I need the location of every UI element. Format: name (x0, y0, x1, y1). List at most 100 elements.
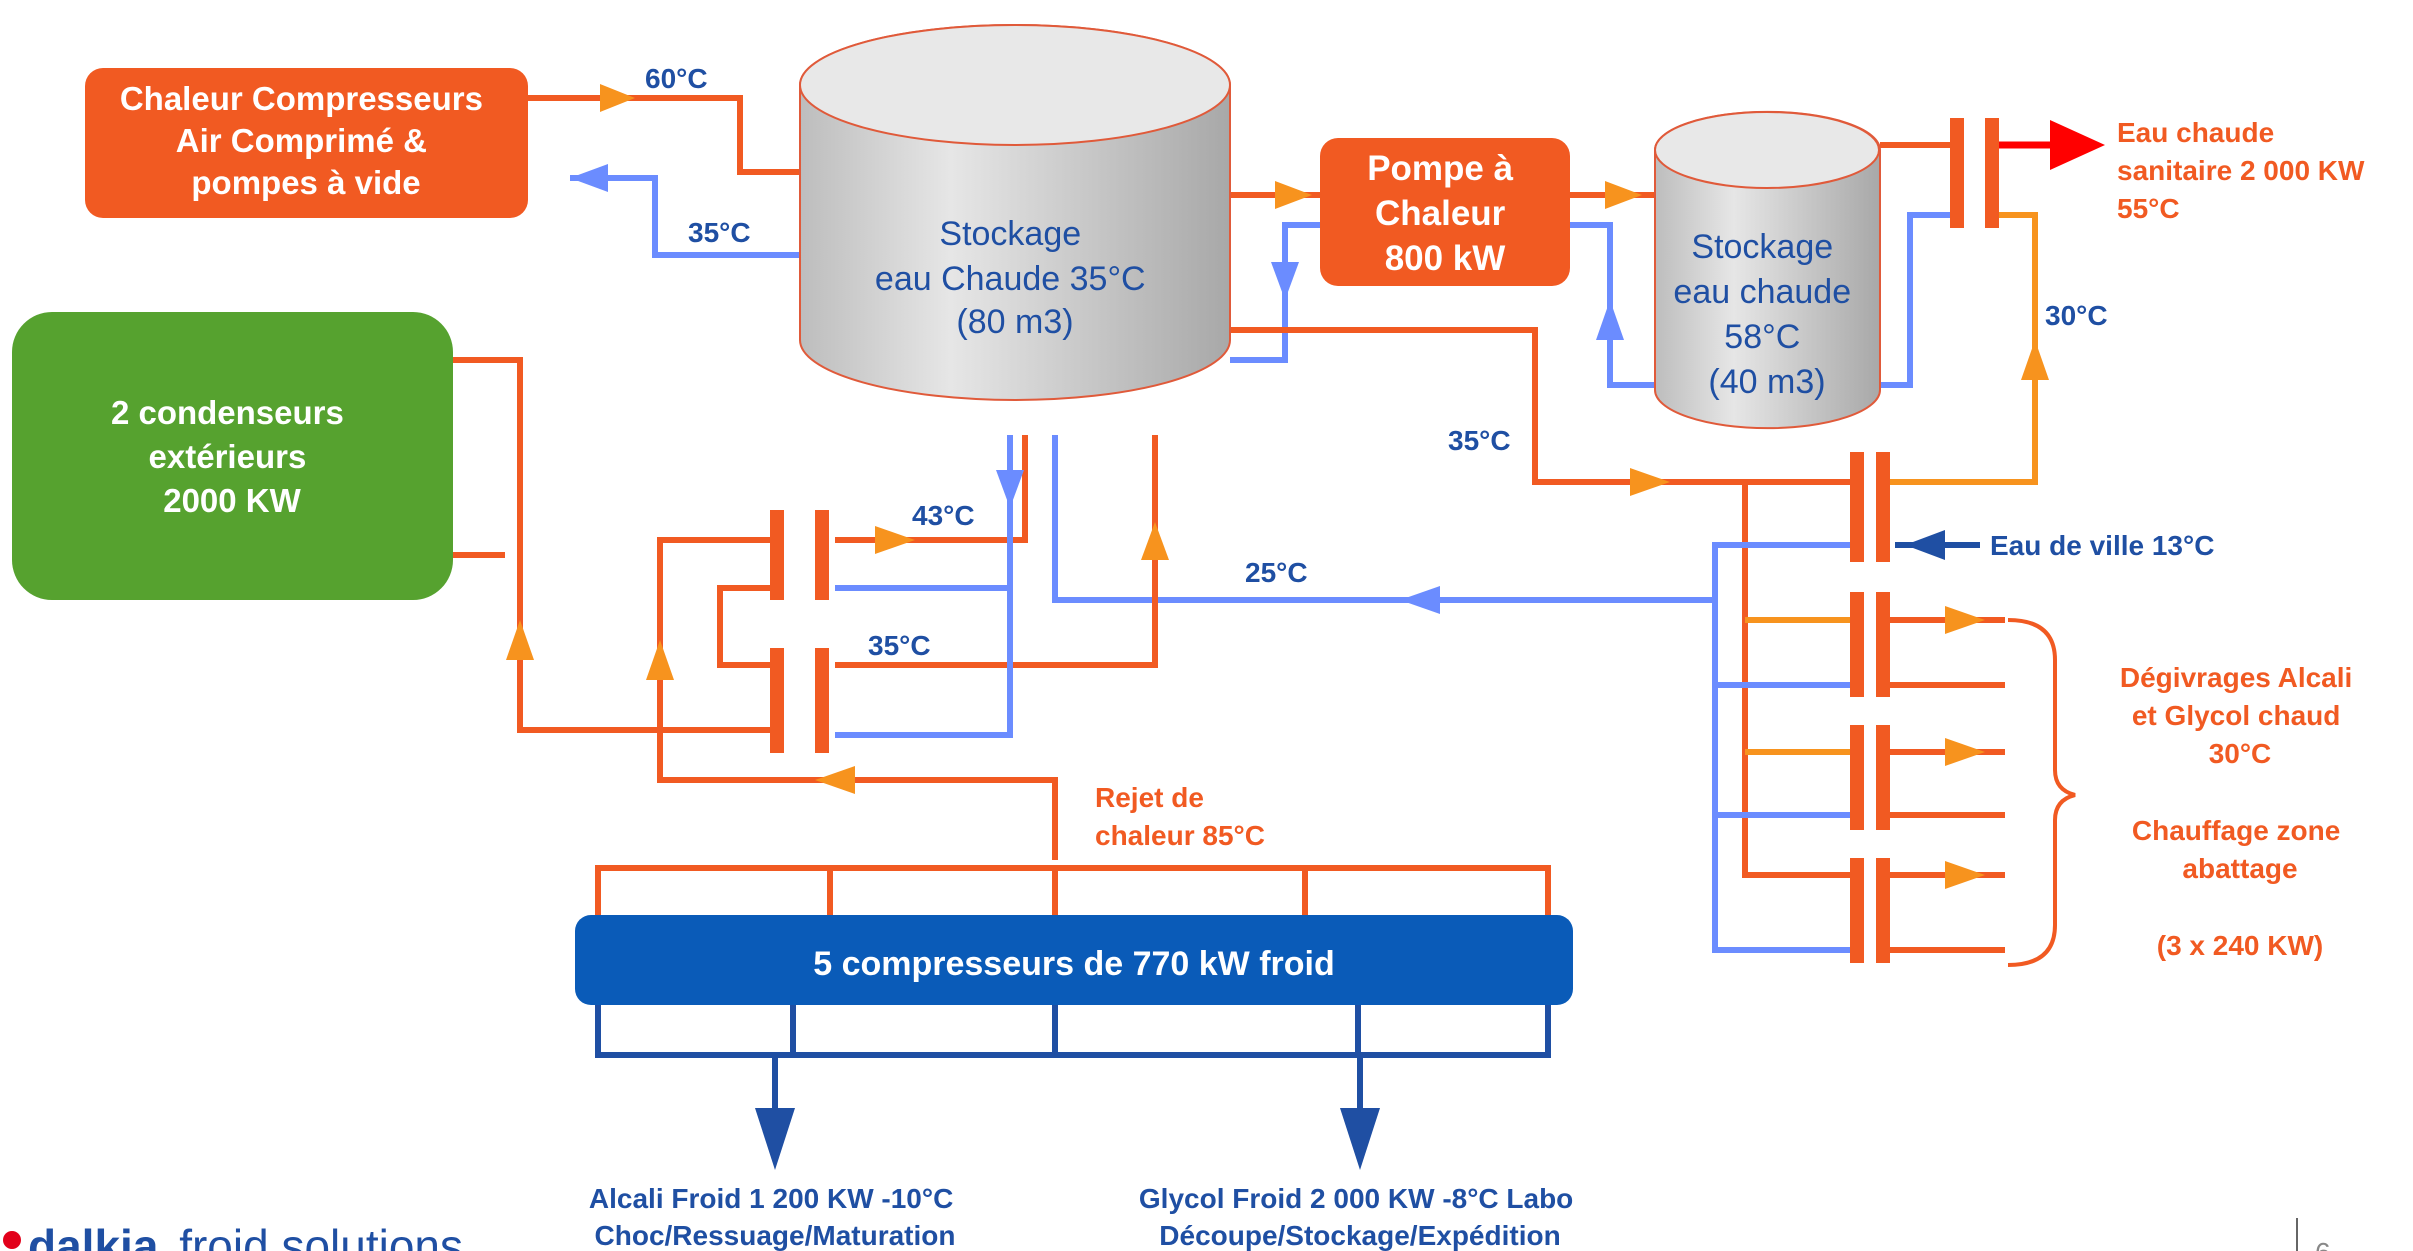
svg-text:Pompe à Chaleur 80: Pompe à Chaleur 800 kW (1367, 149, 1523, 278)
arrow-tank-down-icon (996, 470, 1024, 508)
compressors-heat-line-2: Air Comprimé & (176, 122, 427, 159)
hx-left-bottom-a (770, 648, 784, 753)
svg-text:Stockage eau chaude: Stockage eau chaude 58°C (40 m3) (1673, 228, 1860, 401)
pipe-small-tank-return (1880, 212, 1950, 388)
pipe-25-return (1052, 435, 1715, 603)
condensers-line-1: 2 condenseurs (111, 394, 344, 431)
arrow-left-up-icon (646, 640, 674, 680)
main-tank: Stockage eau Chaude 35°C (80 m3) (799, 24, 1231, 401)
pipe-hx-bottom-blue (835, 588, 1013, 738)
small-tank-line-2: eau chaude (1673, 273, 1851, 311)
small-tank-line-4: (40 m3) (1708, 363, 1825, 401)
logo-dot-icon (3, 1231, 21, 1249)
arrow-35-right-icon (1630, 468, 1670, 496)
arrow-to-small-tank-icon (1605, 181, 1642, 209)
hx-right-3-b (1876, 725, 1890, 830)
logo-brand-bold: dalkia (28, 1220, 159, 1251)
pipe-tank-to-right-hx (1230, 327, 1850, 485)
right-brace (2007, 618, 2076, 967)
glycol-label: Glycol Froid 2 000 KW -8°C Labo Découpe/… (1139, 1183, 1581, 1251)
arrowheads (506, 84, 2105, 1170)
main-tank-line-1: Stockage (939, 215, 1081, 253)
arrow-city-water-icon (1905, 530, 1945, 560)
compressors-heat-line-1: Chaleur Compresseurs (120, 80, 483, 117)
page-number: 6 (2315, 1237, 2331, 1251)
hx-left-top-b (815, 510, 829, 600)
logo-brand-light: froid solutions (179, 1220, 463, 1251)
pipe-heatpump-to-small-tank-blue (1570, 222, 1655, 388)
temperature-labels: 60°C 35°C 43°C 35°C 25°C 35°C 30°C (645, 63, 2108, 661)
hx-left-top-a (770, 510, 784, 600)
heating-power-label: (3 x 240 KW) (2157, 930, 2324, 961)
hx-left-bottom-b (815, 648, 829, 753)
arrow-small-tank-up-icon (1596, 300, 1624, 340)
pipe-condenser-loop (453, 357, 770, 733)
pipe-compressor-bottom-manifold (595, 1005, 1551, 1058)
alcali-label: Alcali Froid 1 200 KW -10°C Choc/Ressuag… (589, 1183, 961, 1251)
compressors-heat-box: Chaleur Compresseurs Air Comprimé & pomp… (85, 68, 528, 218)
pipe-compressor-heat-60 (528, 95, 800, 175)
compressors-bar-label: 5 compresseurs de 770 kW froid (813, 945, 1335, 983)
arrow-reject-left-icon (815, 766, 855, 794)
pipe-compressor-return-35 (570, 175, 800, 258)
compressors-bar: 5 compresseurs de 770 kW froid (575, 915, 1573, 1005)
hx-right-4-b (1876, 858, 1890, 963)
arrow-43-icon (875, 526, 915, 554)
small-tank-line-1: Stockage (1691, 228, 1833, 266)
dalkia-logo: dalkia froid solutions (3, 1220, 463, 1251)
pipe-heatpump-return (1230, 222, 1320, 363)
arrow-out-2-icon (1945, 738, 1985, 766)
temp-30: 30°C (2045, 300, 2108, 331)
arrow-60-icon (600, 84, 635, 112)
pipe-right-manifold-hot (1742, 482, 1850, 878)
hx-right-2-b (1876, 592, 1890, 697)
condensers-box: 2 condenseurs extérieurs 2000 KW (12, 312, 453, 600)
temp-25: 25°C (1245, 557, 1308, 588)
main-tank-line-3: (80 m3) (956, 303, 1073, 341)
arrow-heatpump-down-icon (1271, 262, 1299, 300)
pipe-hx-mid-left (717, 585, 770, 668)
temp-35-mid: 35°C (868, 630, 931, 661)
arrow-30-up-icon (2021, 340, 2049, 380)
heat-pump-line-1: Pompe à (1367, 149, 1513, 188)
arrow-out-1-icon (1945, 606, 1985, 634)
heat-pump-box: Pompe à Chaleur 800 kW (1320, 138, 1570, 286)
hx-sanitary-b (1985, 118, 1999, 228)
arrow-to-heatpump-icon (1275, 181, 1312, 209)
pipe-compressor-top-manifold (595, 865, 1551, 915)
hot-water-label: Eau chaude sanitaire 2 000 KW 55°C (2117, 117, 2372, 224)
main-tank-line-2: eau Chaude 35°C (875, 260, 1146, 298)
arrow-25-left-icon (1400, 586, 1440, 614)
arrow-alcali-down-icon (755, 1108, 795, 1170)
small-tank-line-3: 58°C (1724, 318, 1800, 356)
heat-pump-line-2: Chaleur (1375, 194, 1506, 233)
hx-sanitary-a (1950, 118, 1964, 228)
temp-60: 60°C (645, 63, 708, 94)
svg-text:dalkia froid solutions: dalkia froid solutions (28, 1220, 463, 1251)
hx-right-2-a (1850, 592, 1864, 697)
city-water-label: Eau de ville 13°C (1990, 530, 2214, 561)
pipe-right-manifold-cold (1712, 542, 1850, 953)
condensers-line-3: 2000 KW (163, 482, 301, 519)
heat-exchangers (770, 118, 1999, 963)
svg-text:2 condenseurs extérieurs: 2 condenseurs extérieurs 2000 KW (111, 394, 353, 519)
pipe-hx-35 (835, 435, 1158, 668)
hx-right-1-a (1850, 452, 1864, 562)
arrow-35-mid-up-icon (1141, 522, 1169, 560)
condensers-line-2: extérieurs (149, 438, 307, 475)
pipe-hx-top-left (657, 537, 770, 770)
arrow-glycol-down-icon (1340, 1108, 1380, 1170)
small-tank: Stockage eau chaude 58°C (40 m3) (1654, 110, 1881, 430)
compressors-heat-line-3: pompes à vide (191, 164, 420, 201)
hx-right-3-a (1850, 725, 1864, 830)
reject-label: Rejet de chaleur 85°C (1095, 782, 1265, 851)
arrow-condenser-up-icon (506, 620, 534, 660)
temp-43: 43°C (912, 500, 975, 531)
heat-pump-line-3: 800 kW (1385, 239, 1506, 278)
defrost-label: Dégivrages Alcali et Glycol chaud 30°C (2120, 662, 2360, 769)
svg-text:Stockage eau Chaude 35°C: Stockage eau Chaude 35°C (80 m3) (875, 215, 1155, 341)
svg-text:Chaleur Compresseurs Air: Chaleur Compresseurs Air Comprimé & pomp… (120, 80, 492, 201)
heating-label: Chauffage zone abattage (2132, 815, 2348, 884)
temp-35-right: 35°C (1448, 425, 1511, 456)
